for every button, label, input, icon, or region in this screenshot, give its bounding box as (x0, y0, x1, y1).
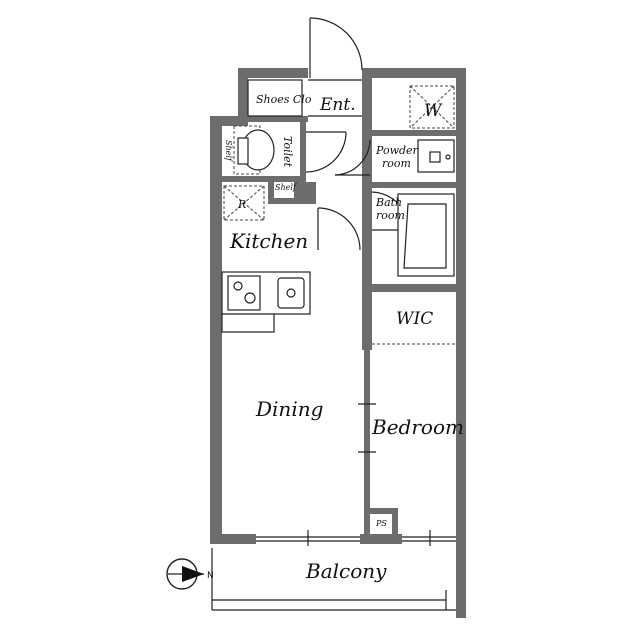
refrigerator-label: R (237, 198, 246, 211)
wic-label: WIC (396, 309, 433, 329)
dining-label: Dining (255, 397, 323, 421)
powder-room-label-1: Powder (375, 144, 419, 157)
fixtures (211, 17, 456, 611)
compass-icon: N (166, 558, 214, 590)
pipe-space-label: PS (375, 519, 387, 528)
kitchen-label: Kitchen (229, 229, 308, 253)
powder-room-label-2: room (382, 157, 411, 170)
balcony-label: Balcony (305, 559, 387, 583)
shelf-toilet-label: Shelf (224, 140, 233, 163)
washer-label: W (424, 101, 443, 121)
toilet-label: Toilet (281, 136, 294, 168)
compass-north-label: N (207, 571, 214, 581)
walls (210, 68, 466, 618)
bath-room-label-2: room (376, 209, 405, 222)
bedroom-label: Bedroom (371, 415, 464, 439)
shoes-closet-label: Shoes Clo (256, 93, 312, 106)
shelf-hall-label: Shelf (275, 183, 298, 192)
bath-room-label-1: Bath (375, 196, 402, 209)
entrance-label: Ent. (319, 95, 356, 115)
